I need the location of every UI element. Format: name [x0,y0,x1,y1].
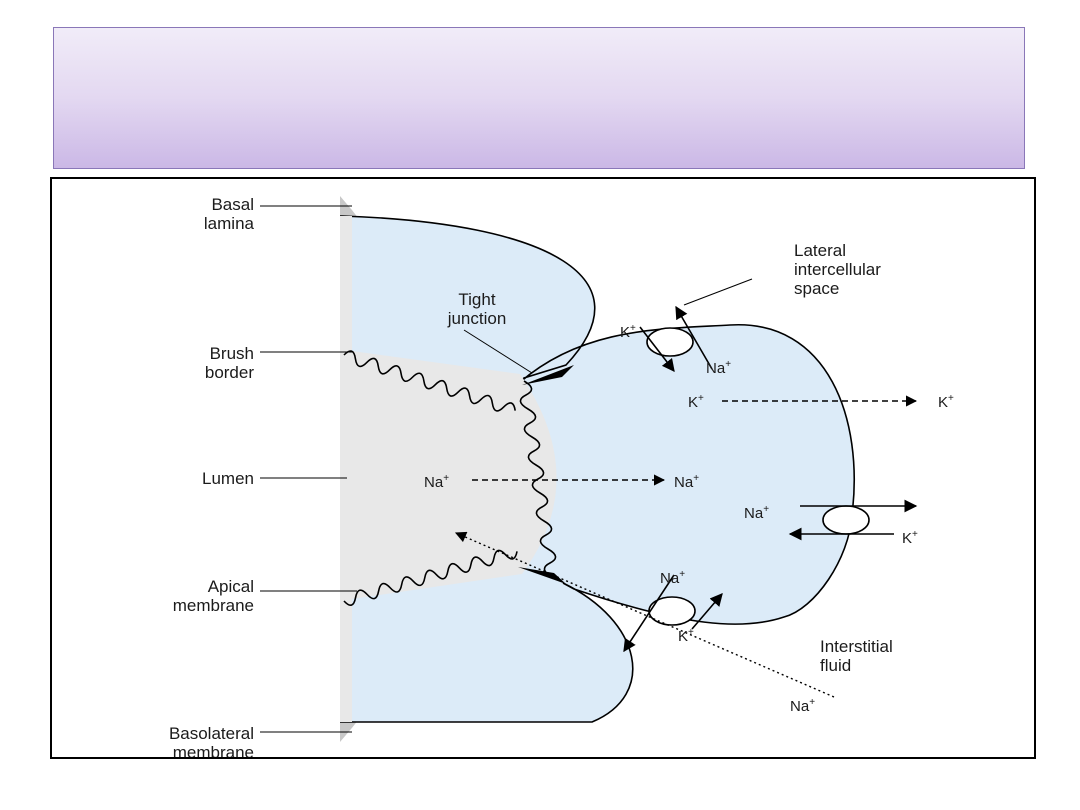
ion-na-lumen: Na+ [424,473,450,491]
ion-na-paracellular: Na+ [790,697,816,715]
paracellular-arrow [454,531,835,698]
ion-na-top-pump: Na+ [706,359,732,377]
epithelial-cells [339,215,856,723]
ion-k-interstitial: K+ [938,393,954,411]
ion-na-cell: Na+ [674,473,700,491]
lumen-region [340,216,557,722]
diagram-drawing [52,179,918,757]
ion-k-cell: K+ [688,393,704,411]
tight-junction-top [522,365,574,385]
brush-border-bottom [343,549,518,606]
slide-title-box [53,27,1025,169]
ion-arrows [623,305,918,653]
tight-junction-bottom [518,567,566,584]
ion-k-top-pump: K+ [620,323,636,341]
ion-k-bottom-pump: K+ [678,627,694,645]
diffusion-arrows [472,395,918,486]
ion-na-right-pump: Na+ [744,504,770,522]
label-lateral-intercellular-space: Lateral intercellular space [794,241,881,298]
label-lumen: Lumen [202,469,254,488]
brush-border-top [343,350,516,412]
leader-lines [260,205,753,733]
ion-k-right-pump: K+ [902,529,918,547]
ion-na-bottom-pump: Na+ [660,569,686,587]
brush-border-curve [519,380,557,578]
